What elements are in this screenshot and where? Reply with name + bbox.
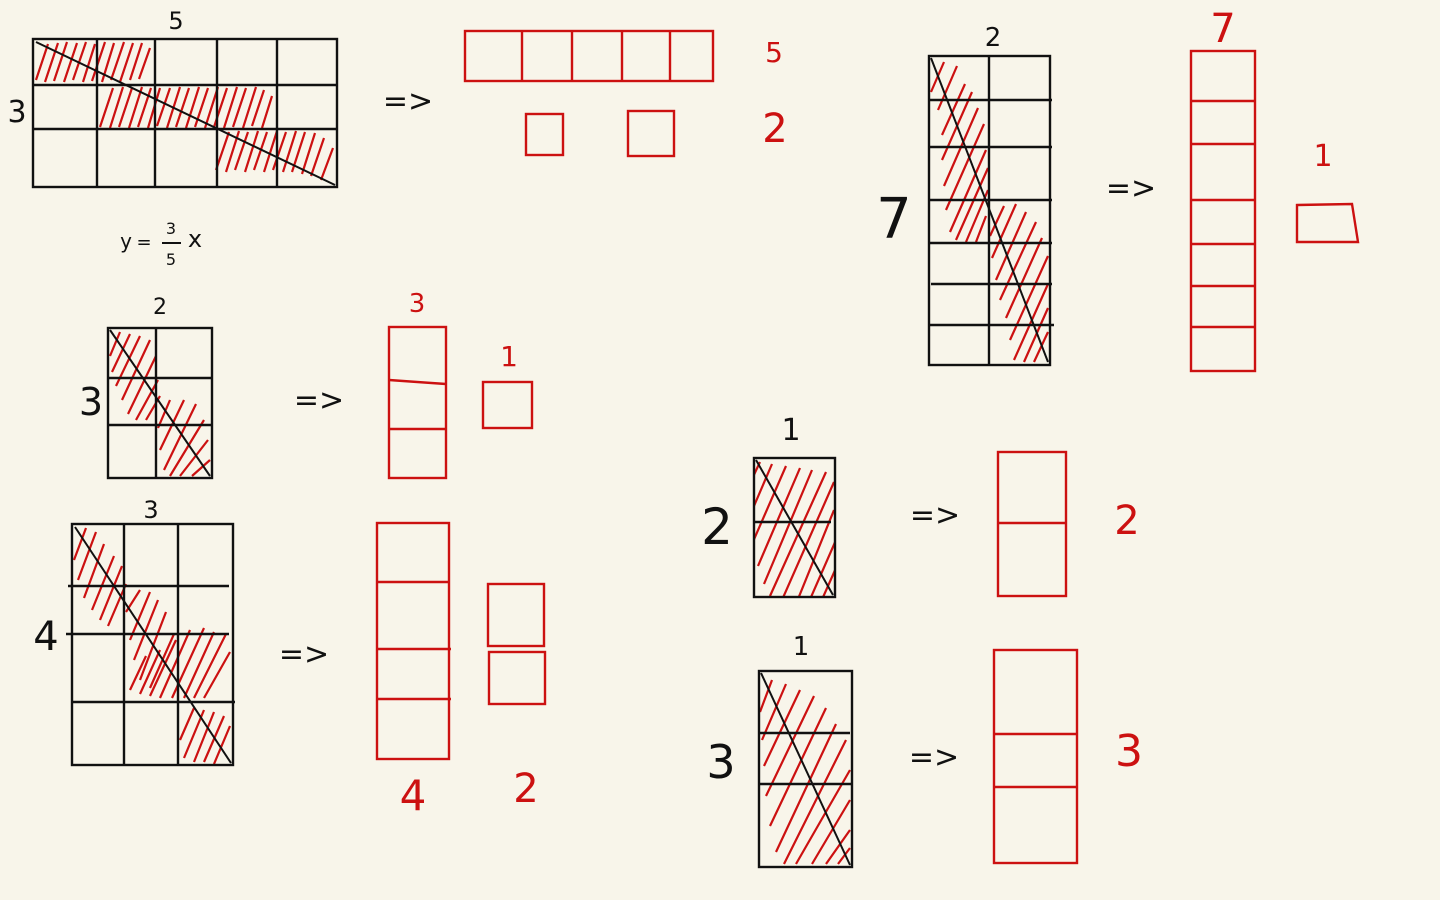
result-column-count: 3 <box>1115 726 1143 777</box>
equation-equals: = <box>136 232 151 253</box>
height-label: 7 <box>876 187 912 252</box>
result-single-square <box>481 380 534 430</box>
equation-numerator: 3 <box>166 219 176 238</box>
result-column-count: 7 <box>1210 6 1235 52</box>
problem-3x4: 3 4 => 4 2 <box>33 496 547 820</box>
shaded-squares <box>34 41 335 181</box>
grid-lines <box>31 37 339 189</box>
problem-2x3: 2 3 => 3 1 <box>79 289 534 480</box>
result-pieces-count: 2 <box>762 106 787 152</box>
width-label: 1 <box>793 632 810 662</box>
result-trapezoid-piece <box>1295 202 1360 244</box>
result-column-count: 4 <box>400 771 427 820</box>
implies-arrow: => <box>909 740 959 775</box>
height-label: 3 <box>79 380 103 424</box>
result-column-count: 3 <box>409 289 426 319</box>
result-column-squares <box>1189 49 1257 373</box>
implies-arrow: => <box>383 84 433 119</box>
equation-x: x <box>188 225 202 253</box>
result-column-squares <box>387 325 448 480</box>
result-column-count: 2 <box>1114 498 1139 544</box>
result-piece-count: 1 <box>500 340 518 373</box>
width-label: 1 <box>781 413 800 448</box>
implies-arrow: => <box>1106 171 1156 206</box>
problem-1x3: 1 3 => 3 <box>706 632 1143 869</box>
problem-5x3: 5 3 y = 3 5 x => 5 2 <box>7 7 787 269</box>
equation: y = 3 5 x <box>120 219 202 269</box>
diagonal-line <box>755 459 834 596</box>
problem-1x2: 1 2 => 2 <box>701 413 1140 599</box>
grid-1x2: 1 2 <box>701 413 837 599</box>
grid-1x3: 1 3 <box>706 632 854 869</box>
result-row-squares <box>463 29 715 83</box>
result-pieces <box>486 582 547 706</box>
diagonal-line <box>930 57 1049 363</box>
result-column-squares <box>375 521 451 761</box>
height-label: 3 <box>706 735 735 789</box>
grid-lines <box>757 669 854 869</box>
diagonal-line <box>35 41 336 186</box>
result-row-count: 5 <box>765 36 783 69</box>
grid-2x7: 2 7 <box>876 23 1054 367</box>
grid-lines <box>106 326 214 480</box>
height-label: 2 <box>701 498 733 556</box>
width-label: 5 <box>168 7 183 35</box>
implies-arrow: => <box>910 498 960 533</box>
grid-2x3: 2 3 <box>79 295 214 480</box>
width-label: 3 <box>143 496 158 524</box>
height-label: 3 <box>7 95 26 130</box>
equation-y: y <box>120 229 132 253</box>
equation-denominator: 5 <box>166 250 176 269</box>
shaded-squares <box>72 527 232 765</box>
result-piece-count: 1 <box>1313 139 1332 174</box>
diagonal-line <box>760 672 851 866</box>
diagonal-line <box>74 526 232 764</box>
result-pieces-count: 2 <box>513 766 538 812</box>
diagonal-line <box>109 329 211 477</box>
result-column-squares <box>996 450 1068 598</box>
result-pieces <box>524 109 676 158</box>
grid-lines <box>66 522 235 767</box>
problem-2x7: 2 7 => 7 1 <box>876 6 1360 373</box>
implies-arrow: => <box>294 383 344 418</box>
grid-3x4: 3 4 <box>33 496 235 767</box>
width-label: 2 <box>985 23 1002 53</box>
implies-arrow: => <box>279 637 329 672</box>
result-column-squares <box>992 648 1079 865</box>
width-label: 2 <box>153 295 167 320</box>
height-label: 4 <box>33 614 58 660</box>
grid-lines <box>927 54 1054 367</box>
shaded-squares <box>754 461 835 597</box>
shaded-squares <box>759 679 851 865</box>
grid-5x3: 5 3 <box>7 7 339 189</box>
